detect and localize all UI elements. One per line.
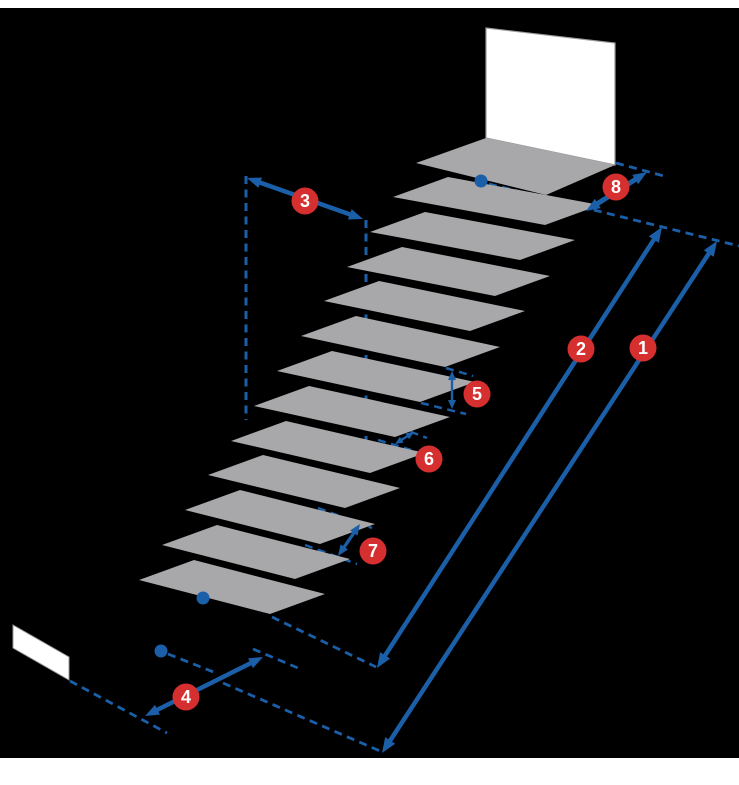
stair-tread-12 (139, 560, 325, 614)
measurement-badge-label-5: 5 (472, 384, 482, 404)
arrow-4-shaft (154, 660, 254, 713)
measurement-badge-label-8: 8 (611, 177, 621, 197)
arrow-6-head-start (405, 432, 414, 440)
dashed-step5-lower (420, 401, 467, 416)
top-landing (416, 138, 615, 195)
arrow-8-head-end (586, 198, 601, 211)
landing-nose-dot (474, 174, 488, 188)
arrow-1-head-end (382, 737, 396, 753)
stair-tread-8 (231, 421, 425, 473)
arrow-3-head-end (347, 209, 363, 220)
measurement-badge-8 (602, 173, 630, 201)
stair-tread-9 (208, 455, 400, 508)
measurement-badge-6 (415, 445, 443, 473)
bottom-wall-segment (12, 624, 70, 681)
arrow-7-head-end (338, 544, 348, 556)
stair-tread-6 (277, 351, 475, 402)
dashed-floor-start-segment (167, 652, 217, 675)
dashed-floor-line-long (222, 681, 381, 753)
arrow-2-shaft (382, 236, 657, 659)
measurement-badge-label-6: 6 (424, 449, 434, 469)
arrow-1-head-start (703, 241, 717, 257)
stair-tread-2 (370, 212, 575, 260)
arrow-4-head-end (145, 704, 160, 716)
arrow-5-head-end (448, 400, 456, 409)
arrow-3-head-start (247, 177, 263, 188)
bottom-tread-nose-dot (196, 591, 210, 605)
dashed-landing-back-extension (615, 161, 665, 178)
measurement-badge-1 (629, 334, 657, 362)
stair-tread-3 (347, 247, 550, 296)
arrow-7-head-start (350, 524, 360, 536)
arrow-2-head-end (377, 652, 391, 668)
measurement-badge-label-7: 7 (368, 541, 378, 561)
measurement-badge-2 (567, 335, 595, 363)
stair-tread-10 (185, 490, 375, 544)
arrow-5-head-start (448, 371, 456, 380)
arrow-8-head-start (632, 172, 647, 185)
floor-start-dot (154, 644, 168, 658)
dashed-step5-upper (445, 366, 474, 378)
arrow-7-shaft (341, 530, 357, 550)
stair-tread-11 (162, 525, 350, 579)
stair-tread-5 (301, 316, 500, 367)
measurement-badge-4 (172, 683, 200, 711)
stair-tread-4 (324, 281, 525, 331)
arrow-1-shaft (387, 250, 712, 744)
stair-tread-1 (393, 177, 600, 225)
measurement-badge-5 (463, 380, 491, 408)
stair-tread-7 (254, 386, 450, 437)
arrow-4-head-start (248, 657, 263, 669)
measurement-badge-label-2: 2 (576, 339, 586, 359)
measurement-badge-7 (359, 537, 387, 565)
measurement-badge-label-1: 1 (638, 338, 648, 358)
dashed-step6-lower (377, 438, 412, 452)
dashed-wall-base-line (69, 679, 168, 735)
dashed-run-target-segment (252, 647, 299, 670)
measurement-badge-label-3: 3 (300, 191, 310, 211)
arrow-2-head-start (648, 227, 662, 243)
measurement-badge-label-4: 4 (181, 687, 191, 707)
measurement-badge-3 (291, 187, 319, 215)
dashed-stair-bottom-line (271, 615, 377, 669)
arrow-6-head-end (395, 436, 404, 444)
